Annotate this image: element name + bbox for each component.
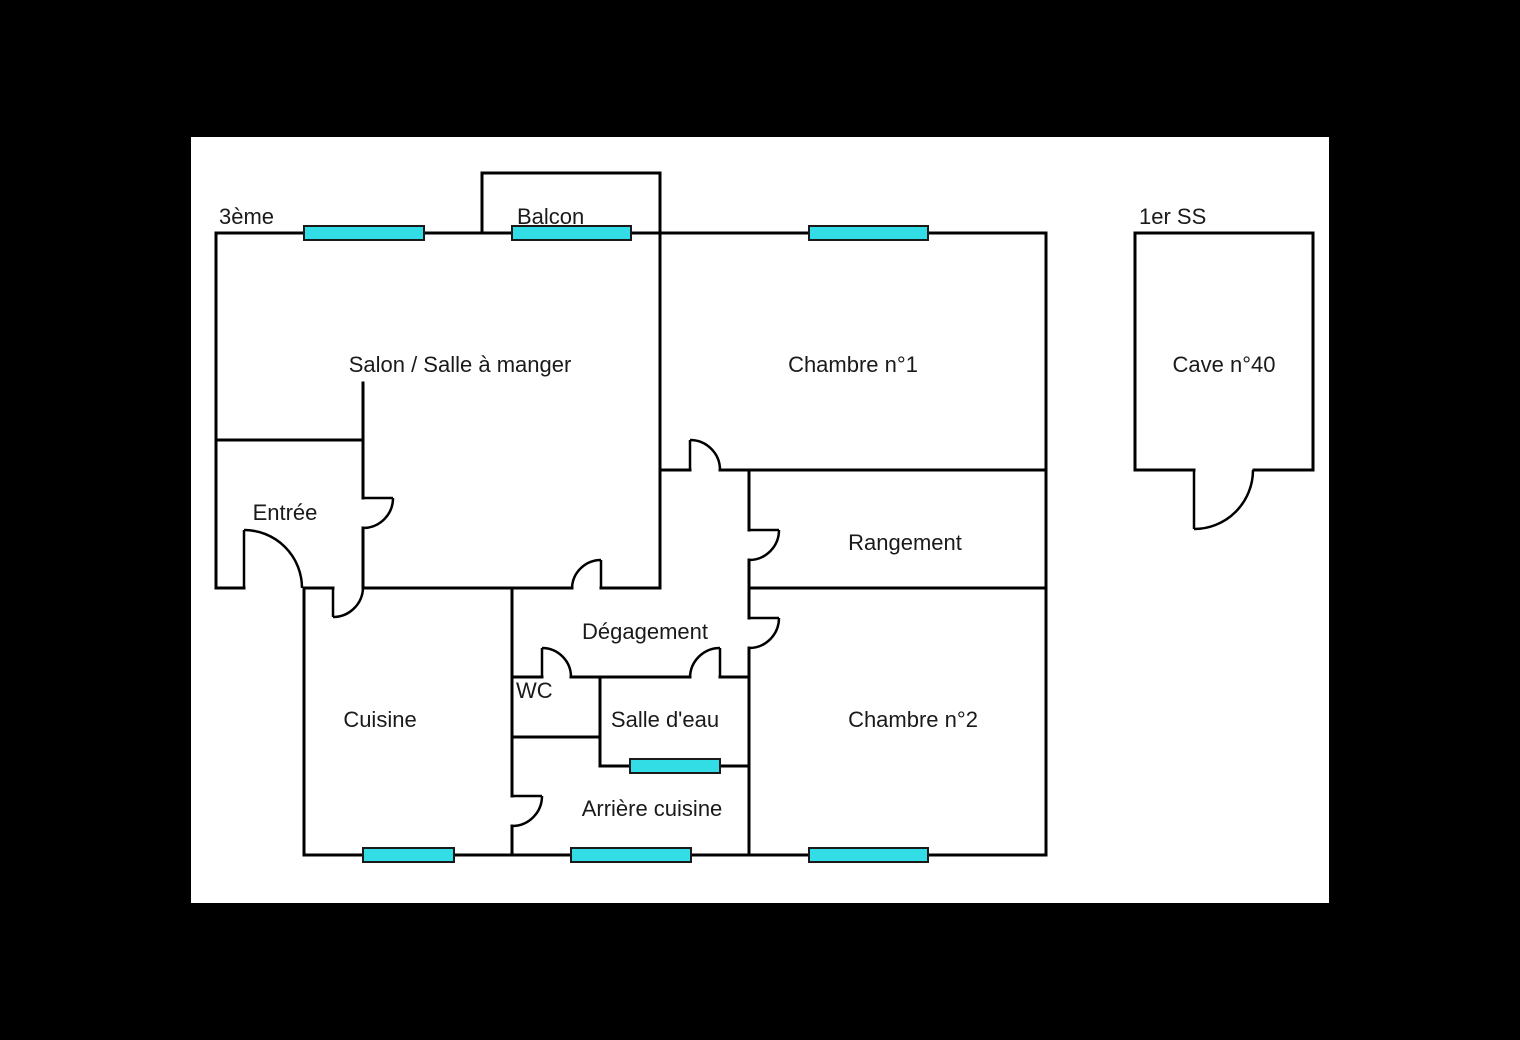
door-cave <box>1192 469 1255 531</box>
label-salle-eau: Salle d'eau <box>611 707 719 732</box>
label-wc: WC <box>516 678 553 703</box>
window-cuisine <box>362 847 455 863</box>
floor-label-1er-ss: 1er SS <box>1139 204 1206 229</box>
doors <box>242 438 1255 828</box>
window-chambre2 <box>808 847 929 863</box>
door-wc <box>540 646 573 678</box>
entry-door <box>242 528 304 589</box>
window-salon-balcony <box>511 225 632 241</box>
label-chambre2: Chambre n°2 <box>848 707 978 732</box>
door-arriere-cuisine <box>511 794 544 828</box>
label-entree: Entrée <box>253 500 318 525</box>
plan-paper <box>191 137 1329 903</box>
label-arriere-cuisine: Arrière cuisine <box>582 796 723 821</box>
door-chambre2 <box>748 616 781 650</box>
door-rangement <box>748 528 781 562</box>
door-entree-salon <box>362 496 395 530</box>
door-salon-degagement <box>570 558 603 589</box>
label-cave: Cave n°40 <box>1173 352 1276 377</box>
window-arriere-cuisine <box>570 847 692 863</box>
window-chambre1 <box>808 225 929 241</box>
floor-label-3eme: 3ème <box>219 204 274 229</box>
label-cuisine: Cuisine <box>343 707 416 732</box>
label-chambre1: Chambre n°1 <box>788 352 918 377</box>
door-entree-cuisine <box>331 587 365 619</box>
door-salle-eau <box>688 646 722 678</box>
walls <box>214 171 1315 857</box>
label-degagement: Dégagement <box>582 619 708 644</box>
labels: 3ème Balcon Salon / Salle à manger Chamb… <box>219 204 1275 821</box>
windows <box>303 225 929 863</box>
window-salon-left <box>303 225 425 241</box>
label-balcon: Balcon <box>517 204 584 229</box>
window-salle-eau <box>629 758 721 774</box>
label-salon: Salon / Salle à manger <box>349 352 572 377</box>
door-chambre1 <box>688 438 722 471</box>
label-rangement: Rangement <box>848 530 962 555</box>
